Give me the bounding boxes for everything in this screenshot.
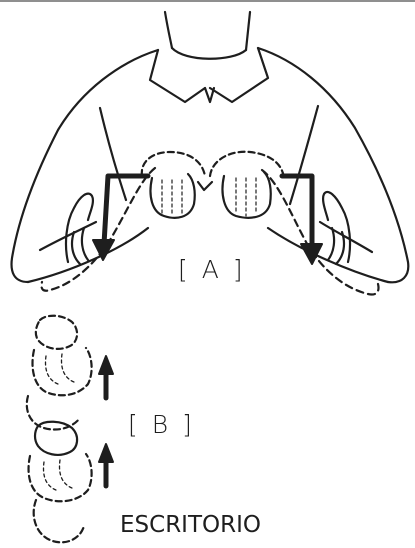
movement-arrow-icon [282, 176, 322, 264]
up-arrow-icon [99, 444, 113, 486]
hand-shape [29, 422, 92, 543]
hand-shape [27, 316, 92, 430]
panel-a-label: [ A ] [178, 255, 246, 284]
sign-caption: ESCRITORIO [120, 512, 261, 538]
panel-b-label: [ B ] [128, 410, 195, 439]
signer-figure [12, 12, 409, 295]
up-arrow-icon [99, 356, 113, 398]
